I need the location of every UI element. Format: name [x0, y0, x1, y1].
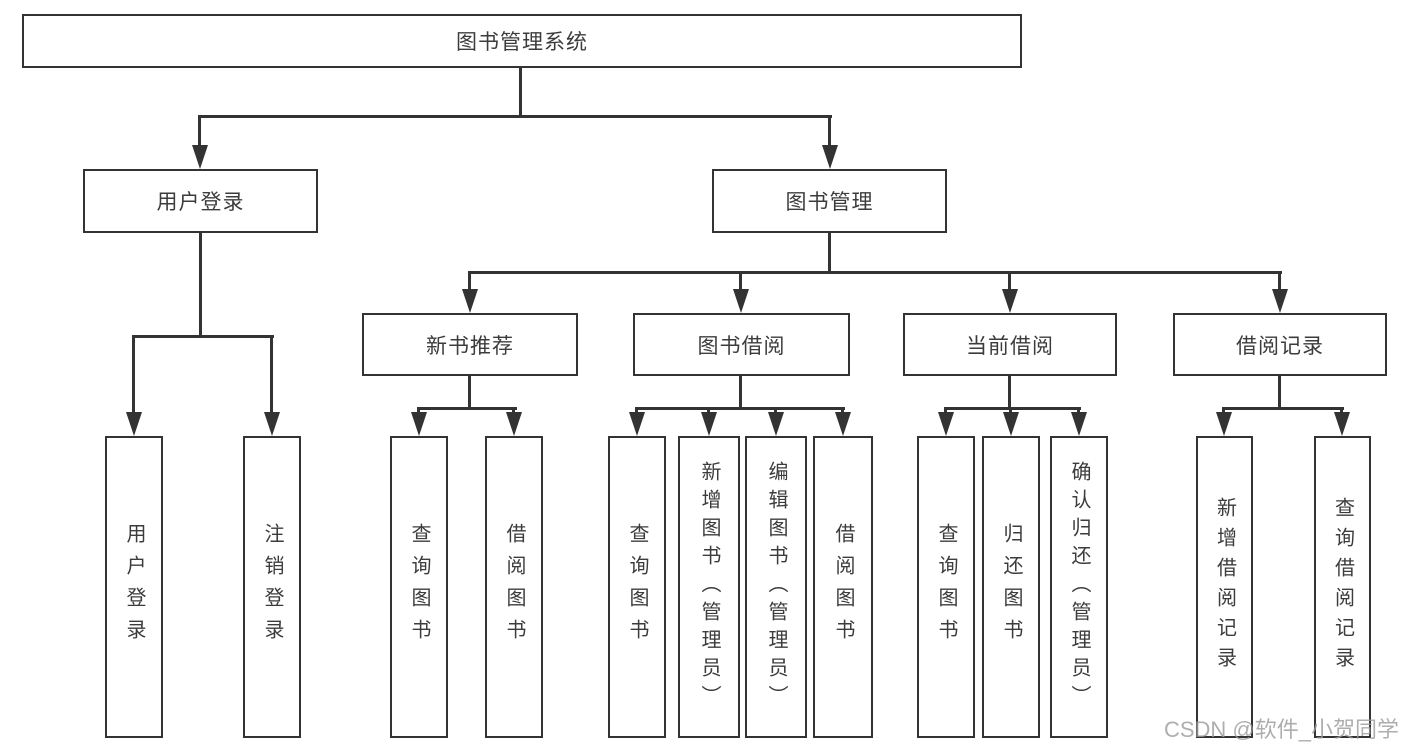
leaf-user-login: 用户登录 [105, 436, 163, 738]
watermark: CSDN @软件_小贺同学 [1163, 717, 1399, 742]
node-label: 查询借阅记录 [1331, 497, 1354, 677]
connector-line [828, 233, 831, 274]
node-label: 编辑图书（管理员） [765, 461, 787, 713]
node-label: 查询图书 [935, 523, 957, 651]
leaf-logout-login: 注销登录 [243, 436, 301, 738]
arrow-down-icon [835, 412, 851, 436]
node-label: 查询图书 [626, 523, 648, 651]
node-label: 新书推荐 [426, 334, 514, 358]
leaf-add-borrow-record: 新增借阅记录 [1196, 436, 1253, 738]
leaf-edit-book-admin: 编辑图书（管理员） [745, 436, 807, 738]
arrow-down-icon [822, 145, 838, 169]
node-label: 归还图书 [1000, 523, 1022, 651]
arrow-down-icon [411, 412, 427, 436]
node-label: 借阅图书 [503, 523, 525, 651]
arrow-down-icon [1216, 412, 1232, 436]
connector-line [739, 376, 742, 410]
leaf-borrow-books: 借阅图书 [813, 436, 873, 738]
connector-line [270, 335, 273, 415]
arrow-down-icon [768, 412, 784, 436]
connector-line [198, 115, 201, 149]
arrow-down-icon [462, 289, 478, 313]
node-label: 借阅图书 [832, 523, 854, 651]
connector-line [468, 271, 471, 293]
connector-line [1008, 376, 1011, 410]
node-borrowing-records: 借阅记录 [1173, 313, 1387, 376]
node-label: 借阅记录 [1236, 334, 1324, 358]
connector-line [132, 335, 274, 338]
node-library-management-system: 图书管理系统 [22, 14, 1022, 68]
arrow-down-icon [264, 412, 280, 436]
arrow-down-icon [126, 412, 142, 436]
node-label: 图书借阅 [697, 334, 786, 358]
leaf-confirm-return-admin: 确认归还（管理员） [1050, 436, 1108, 738]
arrow-down-icon [1003, 412, 1019, 436]
node-book-management: 图书管理 [712, 169, 947, 233]
leaf-query-books-borrow: 查询图书 [608, 436, 666, 738]
arrow-down-icon [1334, 412, 1350, 436]
leaf-add-book-admin: 新增图书（管理员） [678, 436, 740, 738]
connector-line [1222, 407, 1344, 410]
leaf-return-book: 归还图书 [982, 436, 1040, 738]
arrow-down-icon [1272, 289, 1288, 313]
node-book-borrowing: 图书借阅 [633, 313, 850, 376]
node-label: 图书管理系统 [456, 31, 588, 54]
node-label: 确认归还（管理员） [1068, 461, 1090, 713]
connector-line [1278, 376, 1281, 410]
arrow-down-icon [1002, 289, 1018, 313]
arrow-down-icon [1071, 412, 1087, 436]
node-label: 用户登录 [156, 191, 245, 214]
arrow-down-icon [506, 412, 522, 436]
node-label: 新增借阅记录 [1213, 497, 1236, 677]
arrow-down-icon [629, 412, 645, 436]
node-user-login: 用户登录 [83, 169, 318, 233]
node-new-book-recommendation: 新书推荐 [362, 313, 578, 376]
node-label: 图书管理 [785, 191, 874, 214]
connector-line [828, 115, 831, 149]
connector-line [635, 407, 845, 410]
connector-line [944, 407, 1081, 410]
arrow-down-icon [938, 412, 954, 436]
node-current-borrowing: 当前借阅 [903, 313, 1117, 376]
leaf-borrow-books-recommend: 借阅图书 [485, 436, 543, 738]
leaf-query-borrow-record: 查询借阅记录 [1314, 436, 1371, 738]
connector-line [468, 271, 1282, 274]
node-label: 用户登录 [123, 523, 145, 651]
connector-line [1278, 271, 1281, 293]
node-label: 当前借阅 [966, 334, 1054, 358]
connector-line [468, 376, 471, 410]
arrow-down-icon [733, 289, 749, 313]
connector-line [199, 233, 202, 338]
leaf-query-books-current: 查询图书 [917, 436, 975, 738]
node-label: 新增图书（管理员） [698, 461, 720, 713]
connector-line [739, 271, 742, 293]
leaf-query-books-recommend: 查询图书 [390, 436, 448, 738]
arrow-down-icon [701, 412, 717, 436]
connector-line [132, 335, 135, 415]
connector-line [198, 115, 832, 118]
node-label: 查询图书 [408, 523, 430, 651]
node-label: 注销登录 [261, 523, 283, 651]
connector-line [417, 407, 517, 410]
connector-line [1008, 271, 1011, 293]
connector-line [519, 67, 522, 117]
arrow-down-icon [192, 145, 208, 169]
